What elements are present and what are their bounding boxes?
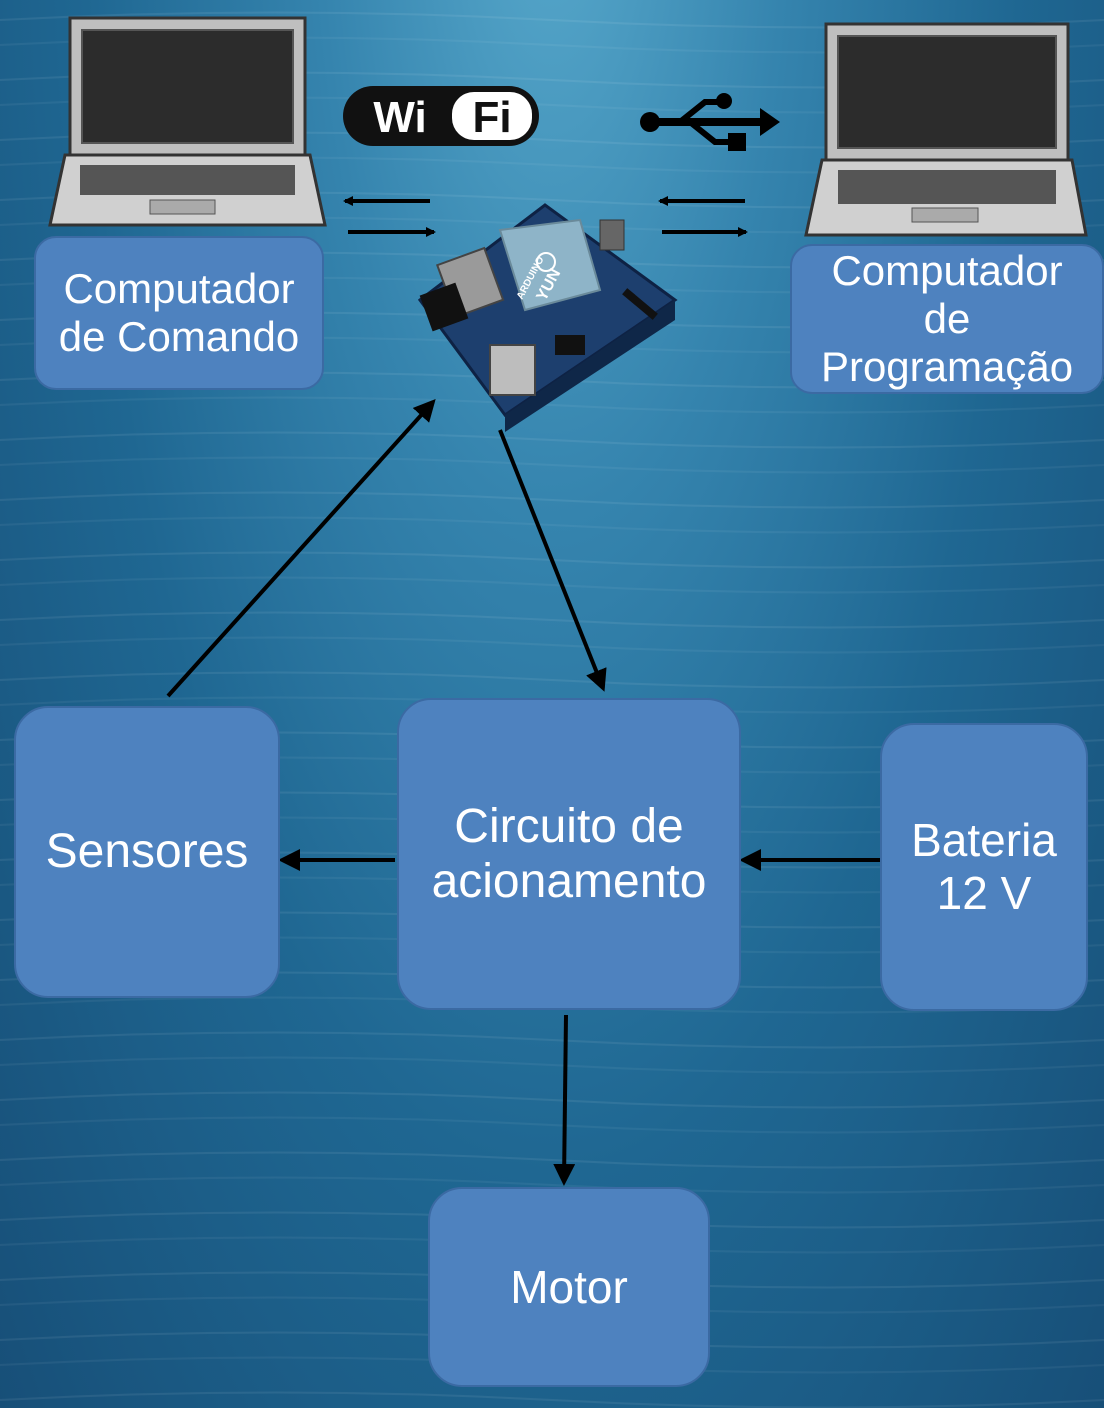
- wifi-logo: Wi Fi: [343, 86, 539, 146]
- wifi-text-left: Wi: [373, 93, 426, 142]
- sensors-box: Sensores: [14, 706, 280, 998]
- programming-pc-label-line3: Programação: [820, 343, 1074, 391]
- driver-circuit-label-line1: Circuito de: [454, 799, 684, 853]
- programming-pc-box: Computador de Programação: [790, 244, 1104, 394]
- battery-label-line2: 12 V: [936, 867, 1032, 919]
- wifi-link-arrows: [343, 196, 436, 237]
- programming-pc-laptop-icon: [804, 22, 1088, 237]
- sensors-label: Sensores: [45, 825, 249, 879]
- arduino-to-circuit-arrow: [498, 429, 607, 692]
- motor-box: Motor: [428, 1187, 710, 1387]
- wifi-text-right: Fi: [472, 93, 511, 142]
- sensors-to-arduino-arrow: [166, 399, 436, 698]
- circuit-to-motor-arrow: [553, 1014, 576, 1186]
- driver-circuit-label-line2: acionamento: [431, 855, 707, 908]
- command-pc-laptop-icon: [48, 16, 327, 227]
- driver-circuit-box: Circuito de acionamento: [397, 698, 741, 1010]
- usb-link-arrows: [658, 196, 748, 237]
- battery-box: Bateria 12 V: [880, 723, 1088, 1011]
- command-pc-label-line2: de Comando: [58, 313, 300, 360]
- programming-pc-label-line1: Computador: [831, 246, 1063, 294]
- command-pc-box: Computador de Comando: [34, 236, 324, 390]
- programming-pc-label-line2: de: [923, 294, 971, 342]
- arduino-board-icon: ARDUINO YUN: [417, 203, 678, 432]
- usb-icon: [640, 93, 780, 151]
- command-pc-label-line1: Computador: [63, 264, 295, 312]
- battery-label-line1: Bateria: [911, 814, 1057, 867]
- motor-label: Motor: [510, 1260, 628, 1313]
